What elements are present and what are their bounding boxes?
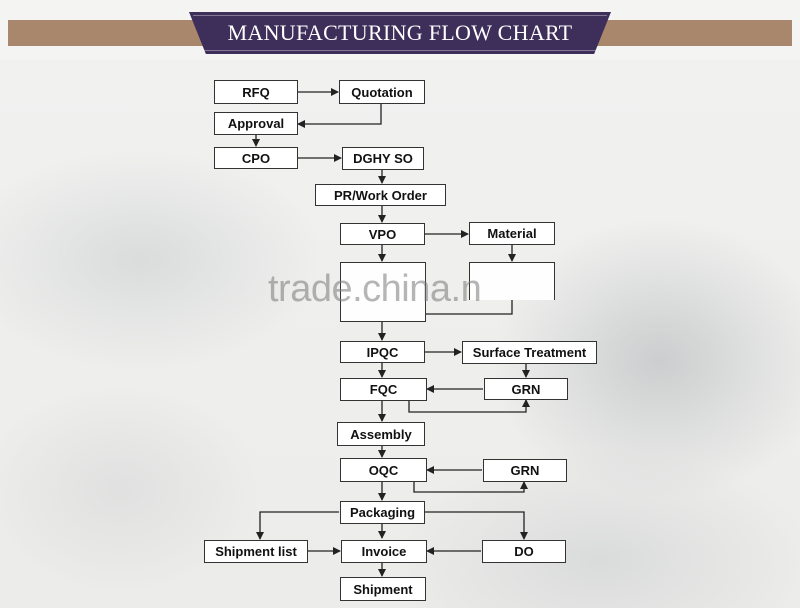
node-ipqc: IPQC (340, 341, 425, 363)
title-banner: MANUFACTURING FLOW CHART (189, 12, 611, 54)
node-machining (340, 262, 426, 322)
arrow-to-machining (425, 300, 513, 315)
node-pr-work-order: PR/Work Order (315, 184, 446, 206)
page-title: MANUFACTURING FLOW CHART (227, 20, 573, 45)
arrow-packaging-do (425, 511, 528, 540)
node-material-process (469, 262, 555, 300)
arrow-oqc-grn2 (413, 481, 528, 493)
node-quotation: Quotation (339, 80, 425, 104)
node-oqc: OQC (340, 458, 427, 482)
node-approval: Approval (214, 112, 298, 135)
node-dghy-so: DGHY SO (342, 147, 424, 170)
node-invoice: Invoice (341, 540, 427, 563)
node-material: Material (469, 222, 555, 245)
node-fqc: FQC (340, 378, 427, 401)
arrow-fqc-grn (408, 399, 530, 413)
node-packaging: Packaging (340, 501, 425, 524)
arrow-quotation-approval (297, 104, 382, 128)
node-surface-treatment: Surface Treatment (462, 341, 597, 364)
node-grn-1: GRN (484, 378, 568, 400)
node-vpo: VPO (340, 223, 425, 245)
node-cpo: CPO (214, 147, 298, 169)
node-rfq: RFQ (214, 80, 298, 104)
arrow-packaging-shiplist (256, 511, 339, 540)
node-shipment: Shipment (340, 577, 426, 601)
node-assembly: Assembly (337, 422, 425, 446)
watermark: trade.china.n (268, 268, 482, 310)
node-do: DO (482, 540, 566, 563)
node-shipment-list: Shipment list (204, 540, 308, 563)
node-grn-2: GRN (483, 459, 567, 482)
